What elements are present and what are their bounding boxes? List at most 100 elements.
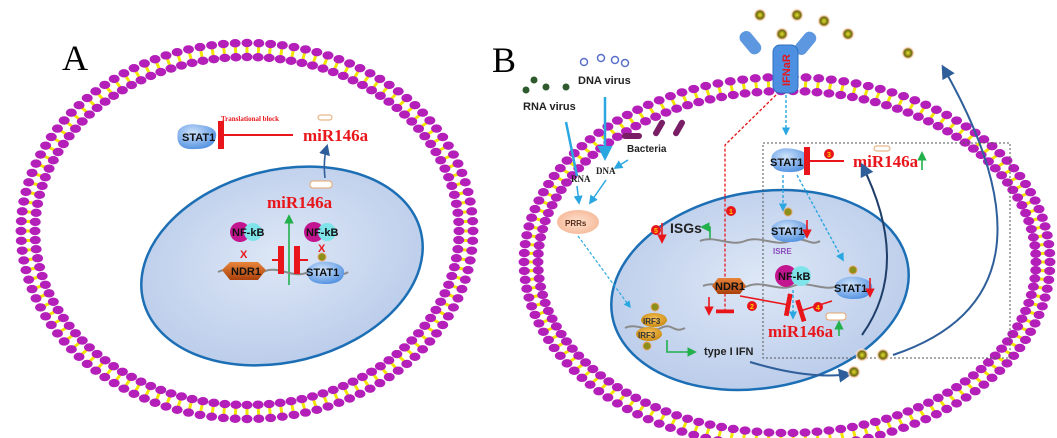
lipid-head (898, 91, 910, 101)
lipid-head (521, 231, 533, 240)
lipid-head (36, 181, 48, 191)
lipid-head (73, 101, 85, 110)
panel-a: A STAT1 Translational block miR146a miR1… (15, 38, 479, 424)
lipid-head (57, 139, 69, 149)
lipid-head (252, 400, 264, 409)
lipid-head (932, 121, 944, 131)
lipid-head (467, 226, 479, 236)
lipid-tail (279, 406, 284, 413)
lipid-head (960, 122, 972, 131)
lipid-head (602, 393, 614, 402)
lipid-head (688, 84, 700, 94)
lipid-tail (353, 384, 360, 392)
lipid-head (431, 329, 443, 338)
lipid-head (69, 329, 81, 338)
lipid-head (1041, 284, 1053, 293)
lipid-tail (929, 405, 936, 412)
lipid-tail (682, 95, 688, 103)
lipid-tail (897, 418, 904, 425)
lipid-head (978, 380, 990, 389)
lipid-tail (115, 81, 122, 88)
lipid-head (58, 337, 70, 346)
translational-block-label: Translational block (221, 115, 279, 123)
lipid-tail (88, 99, 96, 107)
lipid-head (430, 147, 442, 157)
rna-label: RNA (571, 174, 591, 184)
lipid-head (989, 164, 1001, 173)
lipid-head (682, 101, 694, 110)
lipid-head (171, 48, 183, 57)
lipid-head (1027, 282, 1039, 291)
lipid-head (621, 404, 633, 414)
svg-text:2: 2 (750, 304, 754, 311)
lipid-tail (693, 425, 699, 432)
lipid-head (149, 55, 161, 64)
lipid-head (869, 97, 881, 107)
step-badge-1: 1 (726, 206, 736, 216)
lipid-head (16, 246, 28, 255)
lipid-head (307, 392, 319, 401)
lipid-head (664, 91, 676, 101)
lipid-tail (199, 50, 204, 58)
lipid-head (409, 101, 421, 110)
lipid-tail (569, 356, 577, 363)
rna-virus-label: RNA virus (523, 101, 576, 113)
lipid-head (194, 410, 206, 420)
lipid-tail (144, 388, 151, 396)
lipid-head (518, 248, 530, 258)
lipid-head (30, 244, 42, 254)
lipid-tail (592, 376, 599, 384)
lipid-tail (166, 58, 171, 66)
bacteria-arrow (613, 159, 629, 169)
lipid-head (537, 327, 549, 336)
lipid-head (996, 171, 1008, 180)
lipid-tail (875, 425, 881, 432)
stat1-protein-a-cyto: STAT1 (177, 124, 217, 150)
stat1-protein-a-nuc: STAT1 (306, 261, 345, 284)
lipid-tail (618, 394, 626, 402)
lipid-head (333, 55, 345, 64)
lipid-head (327, 67, 339, 77)
lipid-head (996, 344, 1008, 353)
nfkb-label: NF-kB (232, 227, 264, 239)
lipid-head (751, 427, 763, 436)
cell-membrane-b (518, 72, 1056, 438)
lipid-head (712, 79, 724, 88)
lipid-head (206, 412, 218, 421)
lipid-head (274, 398, 286, 408)
lipid-tail (966, 383, 974, 390)
lipid-head (611, 116, 623, 125)
stat1-label: STAT1 (834, 283, 867, 295)
lipid-head (880, 101, 892, 110)
lipid-head (443, 280, 455, 289)
blocked-x-icon: X (318, 243, 326, 255)
lipid-head (523, 222, 535, 231)
lipid-head (276, 412, 288, 421)
lipid-tail (144, 66, 151, 74)
lipid-head (640, 117, 652, 126)
lipid-head (1007, 185, 1019, 195)
phosphate-icon (650, 302, 660, 312)
lipid-head (430, 305, 442, 315)
lipid-head (537, 290, 549, 300)
lipid-head (108, 91, 120, 100)
lipid-head (57, 313, 69, 323)
lipid-head (425, 139, 437, 149)
lipid-tail (381, 368, 388, 375)
lipid-head (299, 408, 311, 417)
lipid-head (1020, 179, 1032, 189)
nfkb-label: NF-kB (306, 227, 338, 239)
lipid-head (217, 39, 229, 49)
lipid-head (787, 428, 799, 438)
mir146a-export-arrow (860, 162, 888, 336)
lipid-head (81, 359, 93, 369)
lipid-tail (124, 379, 131, 387)
lipid-head (630, 393, 642, 403)
lipid-head (1036, 302, 1048, 311)
nfkb-complex-b: NF-kB (775, 265, 811, 287)
lipid-head (1012, 193, 1024, 202)
lipid-head (344, 394, 356, 403)
phosphate-icon (642, 341, 652, 351)
step-badge-5: 5 (651, 225, 661, 235)
lipid-tail (115, 374, 122, 381)
